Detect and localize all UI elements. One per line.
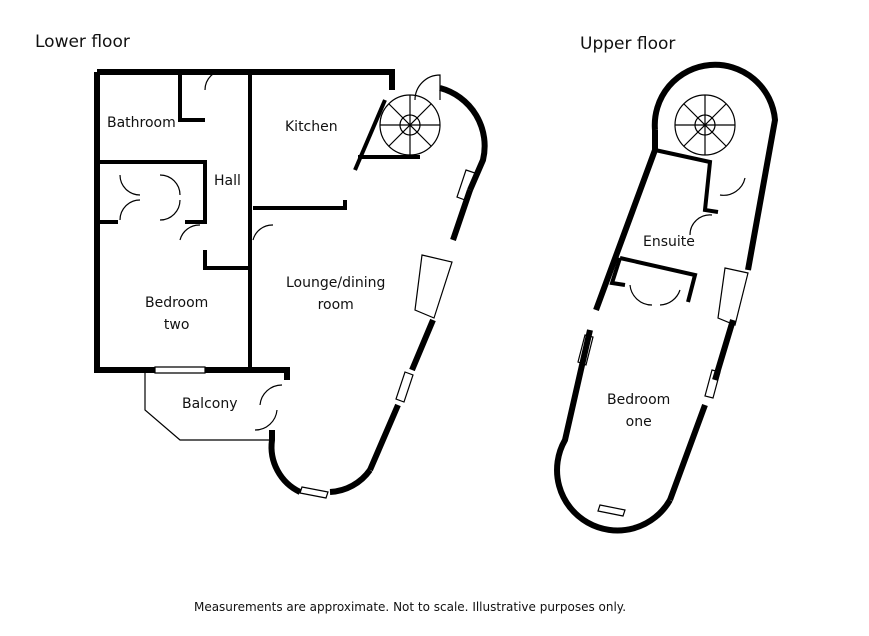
- upper-floor-title: Upper floor: [580, 34, 676, 54]
- room-label-kitchen: Kitchen: [285, 119, 338, 135]
- room-label-lounge: Lounge/dining room: [286, 272, 385, 316]
- room-label-bathroom: Bathroom: [107, 115, 176, 131]
- room-label-balcony: Balcony: [182, 396, 238, 412]
- lounge-line1: Lounge/dining: [286, 275, 386, 291]
- room-label-hall: Hall: [214, 173, 241, 189]
- disclaimer: Measurements are approximate. Not to sca…: [193, 600, 627, 614]
- room-label-bedroom-two: Bedroom two: [145, 292, 208, 336]
- lower-floor-walls: [94, 69, 488, 495]
- bedroom-two-line1: Bedroom: [145, 295, 209, 311]
- lounge-line2: room: [317, 297, 354, 313]
- bedroom-one-line1: Bedroom: [607, 392, 671, 408]
- room-label-bedroom-one: Bedroom one: [607, 389, 670, 433]
- lower-floor-fixtures: [119, 69, 476, 499]
- bedroom-two-line2: two: [163, 317, 190, 333]
- bedroom-one-line2: one: [625, 414, 652, 430]
- upper-floor-fixtures: [577, 94, 749, 517]
- upper-floor-walls: [554, 61, 779, 534]
- room-label-ensuite: Ensuite: [643, 234, 695, 250]
- lower-floor-title: Lower floor: [35, 32, 130, 52]
